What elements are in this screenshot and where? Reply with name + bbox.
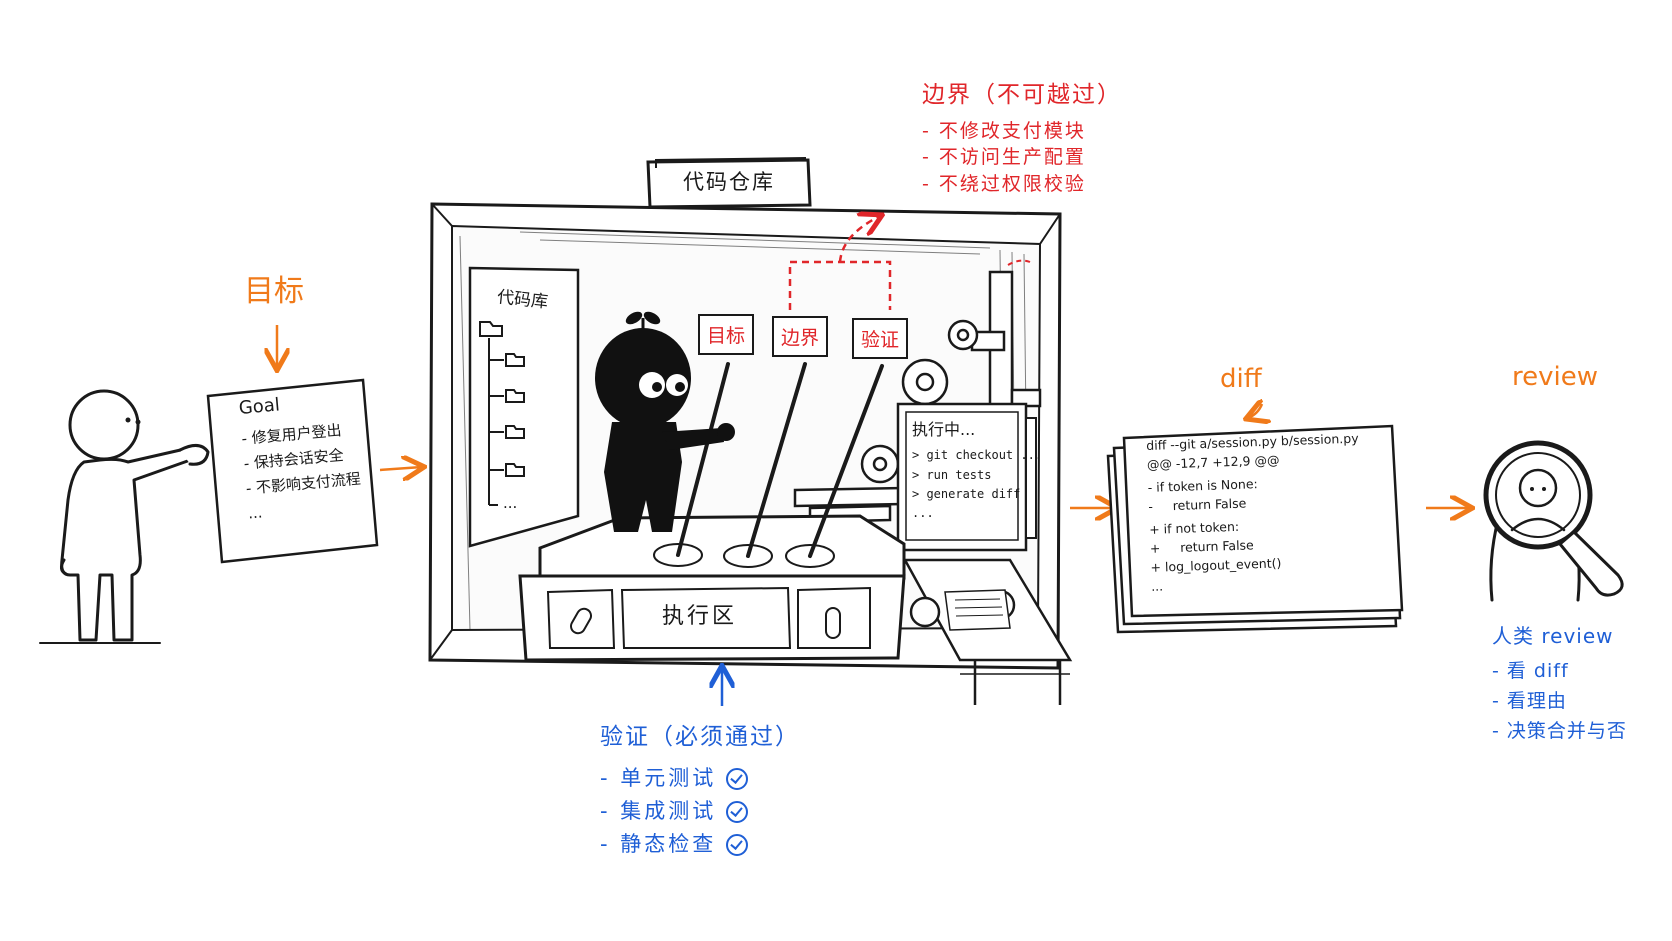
terminal-title: 执行中... xyxy=(912,420,976,439)
goal-paper xyxy=(206,378,379,564)
human-review-title: 人类 review xyxy=(1492,624,1614,648)
conveyor-belt xyxy=(902,558,1073,705)
agent-character xyxy=(595,311,735,532)
diff-line-3: - if token is None: xyxy=(1147,476,1258,495)
diff-line-7: + log_logout_event() xyxy=(1150,555,1282,575)
terminal-monitor xyxy=(896,402,1037,552)
diff-line-5: + if not token: xyxy=(1148,518,1240,537)
verification-item-2: - 集成测试 xyxy=(600,799,800,824)
verification-item-1: - 单元测试 xyxy=(600,766,800,791)
file-tree-panel xyxy=(468,266,580,548)
boundary-title: 边界（不可越过） xyxy=(922,82,1122,108)
goal-paper-content: Goal - 修复用户登出 - 保持会话安全 - 不影响支付流程 ... xyxy=(238,388,364,529)
review-magnifier xyxy=(1483,440,1624,602)
terminal-line-4: ... xyxy=(912,506,934,521)
execution-table xyxy=(518,514,906,662)
review-label: review xyxy=(1512,362,1598,392)
diff-content: diff --git a/session.py b/session.py @@ … xyxy=(1146,431,1364,598)
boundary-item-1: - 不修改支付模块 xyxy=(922,119,1086,142)
goal-item-2: - 保持会话安全 xyxy=(242,445,345,473)
arrow-diff-label xyxy=(1248,404,1262,418)
check-icon xyxy=(726,767,749,790)
terminal-line-1: > git checkout ... xyxy=(912,448,1043,463)
boundary-bracket xyxy=(788,216,892,310)
boundary-block: 边界（不可越过） - 不修改支付模块 - 不访问生产配置 - 不绕过权限校验 xyxy=(922,82,1122,200)
goal-item-1: - 修复用户登出 xyxy=(240,420,343,448)
machinery xyxy=(793,259,1042,524)
verification-block: 验证（必须通过） - 单元测试 - 集成测试 - 静态检查 xyxy=(600,724,800,865)
diff-line-8: ... xyxy=(1150,578,1164,594)
verification-title: 验证（必须通过） xyxy=(600,724,800,750)
exec-zone-label: 执行区 xyxy=(662,604,738,629)
sign-poles xyxy=(676,362,884,558)
person-figure-left xyxy=(39,389,210,644)
diff-line-6: + return False xyxy=(1149,537,1254,556)
terminal-content: 执行中... > git checkout ... > run tests > … xyxy=(912,420,1042,526)
diff-line-2: @@ -12,7 +12,9 @@ xyxy=(1146,452,1280,472)
file-tree-more: ... xyxy=(503,494,518,512)
boundary-item-3: - 不绕过权限校验 xyxy=(922,173,1086,196)
terminal-line-3: > generate diff xyxy=(912,486,1021,501)
goal-label: 目标 xyxy=(244,274,304,309)
human-review-block: 人类 review - 看 diff - 看理由 - 决策合并与否 xyxy=(1492,624,1627,749)
check-icon xyxy=(726,800,749,823)
sign-goal: 目标 xyxy=(698,314,755,355)
review-item-3: - 决策合并与否 xyxy=(1492,719,1627,742)
check-icon xyxy=(726,833,749,856)
review-item-2: - 看理由 xyxy=(1492,689,1567,712)
sign-boundary: 边界 xyxy=(772,316,829,357)
terminal-line-2: > run tests xyxy=(912,467,992,482)
sign-verification: 验证 xyxy=(852,318,909,359)
repo-header-label: 代码仓库 xyxy=(683,170,775,194)
goal-item-3: - 不影响支付流程 xyxy=(245,469,362,498)
goal-item-4: ... xyxy=(247,502,264,523)
diff-document-stack xyxy=(1106,424,1404,634)
verification-item-3: - 静态检查 xyxy=(600,832,800,857)
diff-line-4: - return False xyxy=(1148,495,1247,514)
review-item-1: - 看 diff xyxy=(1492,660,1569,682)
boundary-item-2: - 不访问生产配置 xyxy=(922,146,1086,169)
diff-label: diff xyxy=(1220,364,1262,394)
arrow-to-repo xyxy=(379,467,422,470)
